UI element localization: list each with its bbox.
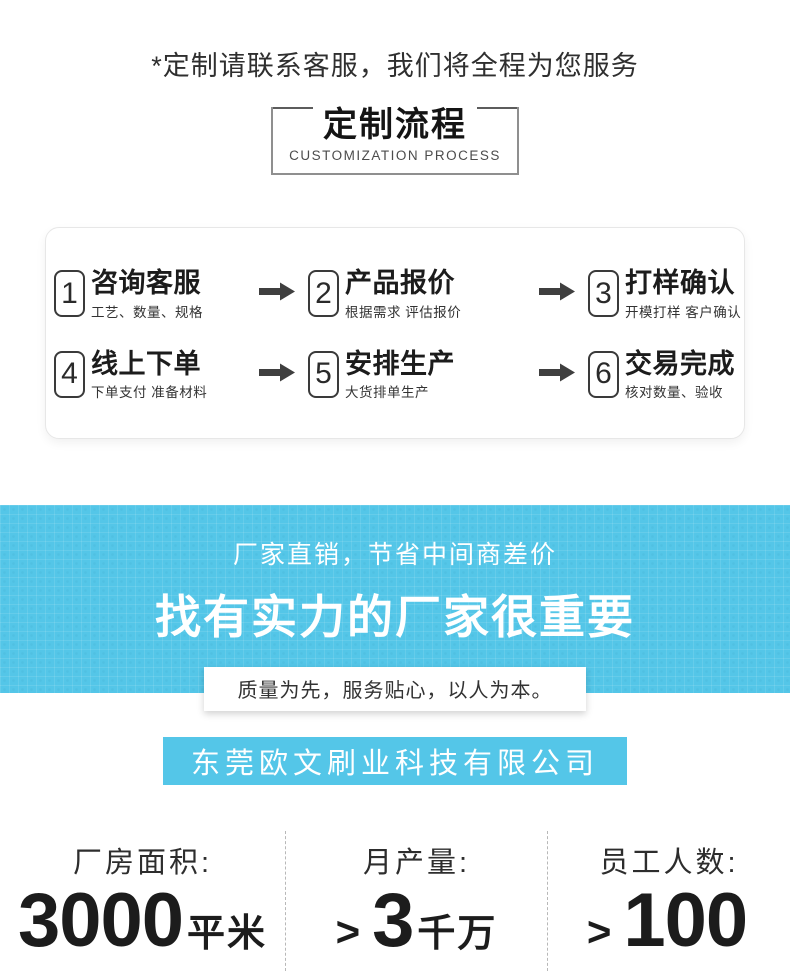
stat-label: 员工人数: (599, 847, 739, 880)
arrow-right-icon (259, 282, 295, 301)
arrow-right-icon (539, 282, 575, 301)
step-number-badge: 4 (54, 350, 85, 398)
step-number-badge: 1 (54, 270, 85, 318)
stat-monthly-output: 月产量: > 3 千万 (285, 831, 547, 971)
step-desc: 根据需求 评估报价 (345, 304, 462, 320)
process-step-1: 1 咨询客服 工艺、数量、规格 (54, 270, 246, 321)
stat-prefix: > (335, 908, 361, 956)
step-title: 咨询客服 (91, 268, 201, 299)
company-name-bar: 东莞欧文刷业科技有限公司 (163, 737, 627, 786)
step-desc: 下单支付 准备材料 (91, 385, 208, 401)
process-step-5: 5 安排生产 大货排单生产 (308, 348, 526, 402)
step-number-badge: 3 (588, 270, 619, 318)
stat-label: 月产量: (362, 847, 471, 880)
arrow-cell (526, 363, 588, 382)
process-step-4: 4 线上下单 下单支付 准备材料 (54, 348, 246, 402)
arrow-right-icon (539, 363, 575, 382)
process-step-6: 6 交易完成 核对数量、验收 (588, 348, 738, 402)
step-text: 产品报价 根据需求 评估报价 (345, 270, 461, 321)
section-subtitle: CUSTOMIZATION PROCESS (289, 148, 501, 164)
step-text: 安排生产 大货排单生产 (345, 348, 455, 402)
top-note: *定制请联系客服，我们将全程为您服务 (151, 51, 639, 81)
section-title-frame: 定制流程 CUSTOMIZATION PROCESS (271, 106, 519, 176)
section-title: 定制流程 (323, 106, 467, 144)
arrow-cell (246, 282, 308, 301)
process-grid: 1 咨询客服 工艺、数量、规格 2 产品报价 根据需求 评估报价 3 (54, 270, 741, 402)
step-desc: 开模打样 客户确认 (625, 304, 742, 320)
step-number-badge: 5 (308, 350, 339, 398)
arrow-cell (246, 363, 308, 382)
step-text: 交易完成 核对数量、验收 (625, 348, 735, 402)
step-desc: 核对数量、验收 (625, 385, 723, 401)
step-text: 打样确认 开模打样 客户确认 (625, 270, 741, 321)
step-title: 线上下单 (91, 348, 201, 379)
step-title: 安排生产 (345, 348, 455, 379)
process-card: 1 咨询客服 工艺、数量、规格 2 产品报价 根据需求 评估报价 3 (45, 227, 745, 440)
stat-unit: 千万 (417, 913, 498, 956)
step-number-badge: 6 (588, 350, 619, 398)
step-title: 打样确认 (625, 268, 735, 299)
factory-banner: 厂家直销，节省中间商差价 找有实力的厂家很重要 质量为先，服务贴心，以人为本。 (0, 505, 790, 712)
process-step-3: 3 打样确认 开模打样 客户确认 (588, 270, 741, 321)
stat-value: > 100 (548, 883, 790, 959)
company-name: 东莞欧文刷业科技有限公司 (190, 748, 599, 781)
step-title: 产品报价 (345, 268, 455, 299)
stat-value: 3000 平米 (0, 883, 285, 959)
banner-headline: 找有实力的厂家很重要 (155, 591, 635, 644)
step-desc: 大货排单生产 (345, 385, 429, 401)
step-title: 交易完成 (625, 348, 735, 379)
stats-row: 厂房面积: 3000 平米 月产量: > 3 千万 员工人数: > 100 (0, 831, 790, 971)
stat-factory-area: 厂房面积: 3000 平米 (0, 831, 285, 971)
quality-slogan-box: 质量为先，服务贴心，以人为本。 (204, 667, 586, 712)
stat-employee-count: 员工人数: > 100 (547, 831, 790, 971)
banner-subtitle: 厂家直销，节省中间商差价 (232, 541, 557, 570)
arrow-right-icon (259, 363, 295, 382)
stat-prefix: > (586, 908, 612, 956)
stat-value: > 3 千万 (286, 883, 547, 959)
step-desc: 工艺、数量、规格 (91, 304, 203, 320)
quality-slogan: 质量为先，服务贴心，以人为本。 (237, 680, 553, 703)
arrow-cell (526, 282, 588, 301)
step-number-badge: 2 (308, 270, 339, 318)
step-text: 咨询客服 工艺、数量、规格 (91, 270, 203, 321)
process-step-2: 2 产品报价 根据需求 评估报价 (308, 270, 526, 321)
step-text: 线上下单 下单支付 准备材料 (91, 348, 208, 402)
stat-label: 厂房面积: (72, 847, 213, 880)
stat-number: 100 (623, 878, 748, 964)
stat-number: 3 (372, 878, 414, 964)
stat-unit: 平米 (187, 913, 268, 956)
stat-number: 3000 (17, 878, 184, 964)
